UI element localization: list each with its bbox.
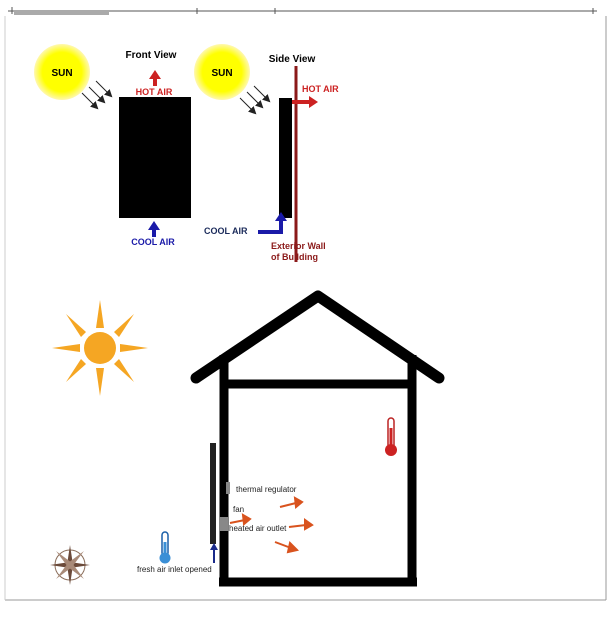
page-frame <box>4 7 607 601</box>
solar-collector-side <box>279 98 292 218</box>
thermal-regulator-label: thermal regulator <box>236 485 297 494</box>
hot-air-label-front: HOT AIR <box>136 87 173 97</box>
front-view: SUN Front View HOT AIR COOL AIR <box>34 44 191 247</box>
thermometer-cold-icon <box>159 531 171 564</box>
thermometer-hot-icon <box>385 417 397 456</box>
front-view-title: Front View <box>126 50 177 61</box>
exterior-wall-label-line1: Exterior Wall <box>271 241 326 251</box>
exterior-wall-label-line2: of Building <box>271 252 318 262</box>
cool-air-label-front: COOL AIR <box>131 237 175 247</box>
solar-collector-front <box>119 97 191 218</box>
house <box>190 290 445 587</box>
sun-rays-arrows <box>81 80 113 110</box>
hot-air-right-arrow <box>292 96 318 108</box>
house-roof <box>190 290 445 384</box>
cool-air-label-side: COOL AIR <box>204 226 248 236</box>
wall-solar-collector <box>210 443 216 544</box>
compass-rose-icon <box>50 545 90 585</box>
sun-label: SUN <box>211 68 232 79</box>
side-view-title: Side View <box>269 54 316 65</box>
heated-air-arrows <box>229 496 314 554</box>
sun-rays-arrows <box>239 85 271 115</box>
hot-air-label-side: HOT AIR <box>302 84 339 94</box>
thermal-regulator <box>226 482 230 494</box>
fan-unit <box>219 517 228 531</box>
cool-air-entry-arrow <box>258 212 287 234</box>
sun-icon <box>34 44 90 100</box>
side-view: SUN Side View HOT AIR COOL AIR Exterior … <box>194 44 339 262</box>
fresh-air-inlet-label: fresh air inlet opened <box>137 565 212 574</box>
fan-label: fan <box>233 505 244 514</box>
heated-air-outlet-label: heated air outlet <box>229 524 287 533</box>
sun-label: SUN <box>51 68 72 79</box>
sun-icon <box>52 300 148 396</box>
fresh-air-inlet-arrow <box>210 543 218 563</box>
cool-air-up-arrow <box>148 221 160 237</box>
hot-air-up-arrow <box>149 70 161 86</box>
sun-icon <box>194 44 250 100</box>
